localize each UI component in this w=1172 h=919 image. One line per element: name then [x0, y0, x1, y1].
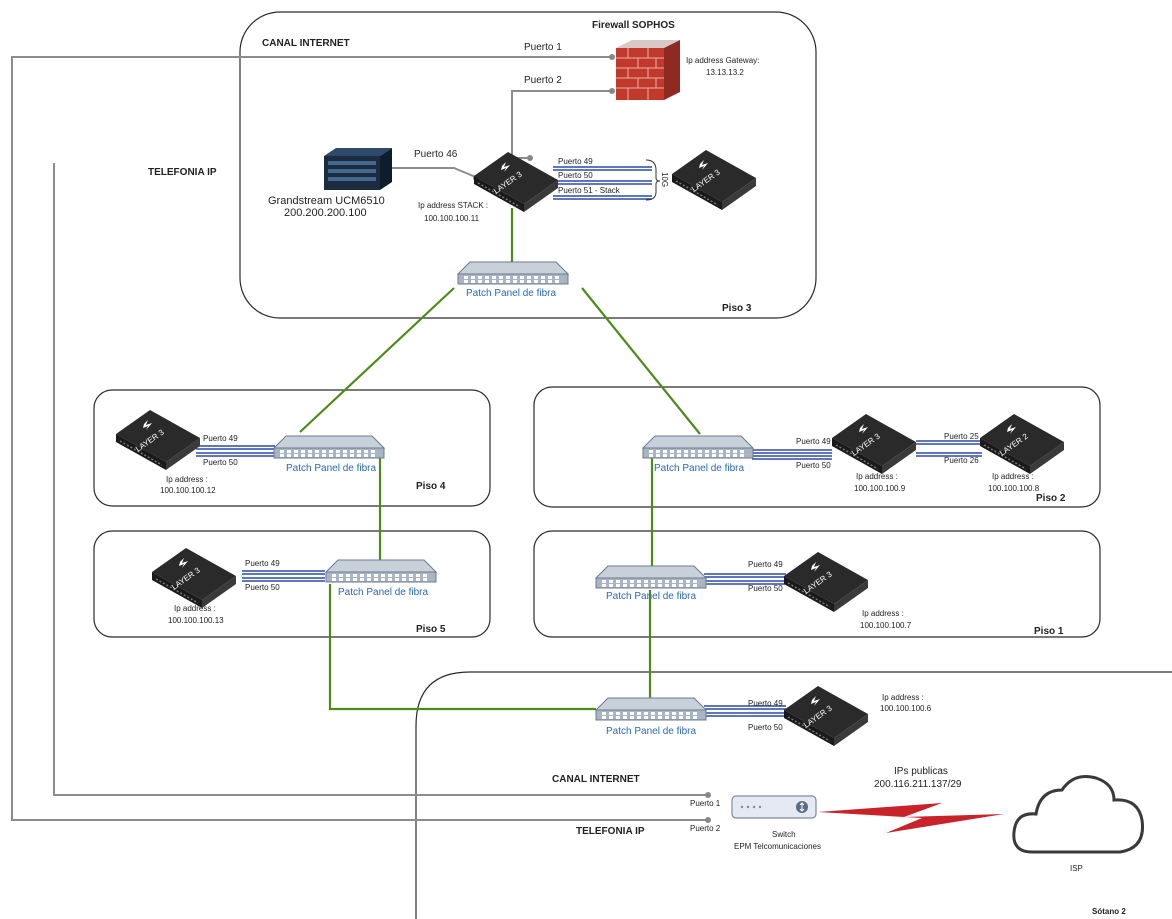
fw-port2-label: Puerto 2: [524, 75, 562, 86]
ip-piso1: 100.100.100.7: [860, 621, 912, 630]
ip2-piso2: 100.100.100.8: [988, 484, 1040, 493]
link-telefonia: [53, 163, 708, 796]
ip-label-sotano: Ip address :: [882, 693, 924, 702]
fw-port1-label: Puerto 1: [524, 42, 562, 53]
patch-label-piso1: Patch Panel de fibra: [606, 591, 696, 602]
ip2-label-piso2: Ip address :: [992, 472, 1034, 481]
p50-sotano: Puerto 50: [748, 723, 783, 732]
firewall-icon: [616, 40, 680, 100]
sw-port1-label: Puerto 1: [690, 799, 721, 808]
connector-dot: [609, 54, 615, 60]
copper-links: [11, 56, 708, 821]
area-piso5: [93, 530, 491, 638]
pbx-name: Grandstream UCM6510: [268, 195, 385, 207]
p50-piso4: Puerto 50: [203, 458, 238, 467]
pbx-server-icon: [324, 148, 392, 190]
fiber-patch5-to-sotano: [328, 584, 596, 711]
ip-piso4: 100.100.100.12: [160, 486, 216, 495]
telefonia-ip-top: TELEFONIA IP: [148, 167, 217, 178]
area-piso1: [533, 530, 1101, 638]
fiber-links: [299, 208, 701, 711]
canal-internet-sotano: CANAL INTERNET: [552, 774, 640, 785]
link-firewall-port2: [511, 90, 612, 158]
patch-panel-piso3-icon: [457, 261, 569, 285]
isp-cloud-icon: [1012, 775, 1145, 854]
switch-provider: EPM Telcomunicaciones: [734, 842, 821, 851]
telefonia-ip-sotano: TELEFONIA IP: [576, 826, 645, 837]
public-ips: 200.116.211.137/29: [874, 779, 962, 790]
link-pbx-port46: [378, 167, 479, 179]
p26-piso2: Puerto 26: [944, 456, 979, 465]
ip-label-piso1: Ip address :: [862, 609, 904, 618]
patch-label-sotano: Patch Panel de fibra: [606, 726, 696, 737]
floor-label-piso2: Piso 2: [1036, 493, 1066, 504]
p50-piso5: Puerto 50: [245, 583, 280, 592]
connector-dot: [705, 817, 711, 823]
public-ips-label: IPs publicas: [894, 766, 948, 777]
wan-link-icon: [818, 803, 1004, 833]
port46-label: Puerto 46: [414, 149, 458, 160]
link-internet-port1: [11, 56, 708, 821]
connector-dot: [609, 88, 615, 94]
stack-ip: 100.100.100.11: [424, 214, 480, 223]
tenG-label: 10G: [660, 172, 669, 187]
p50-top: Puerto 50: [558, 171, 593, 180]
firewall-title: Firewall SOPHOS: [592, 20, 675, 31]
canal-internet-top: CANAL INTERNET: [262, 38, 350, 49]
patch-panel-piso5-icon: [325, 559, 437, 583]
ip-piso2: 100.100.100.9: [854, 484, 906, 493]
patch-label-piso3: Patch Panel de fibra: [466, 288, 556, 299]
p50-piso2: Puerto 50: [796, 461, 831, 470]
area-piso3: [239, 11, 817, 319]
floor-label-piso3: Piso 3: [722, 303, 752, 314]
p50-piso1: Puerto 50: [748, 584, 783, 593]
patch-panel-piso1-icon: [595, 565, 707, 589]
connector-dot: [527, 155, 533, 161]
floor-label-piso4: Piso 4: [416, 481, 446, 492]
patch-panel-piso4-icon: [273, 435, 385, 459]
patch-panel-piso2-icon: [642, 435, 754, 459]
ip-label-piso2: Ip address :: [856, 472, 898, 481]
sw-port2-label: Puerto 2: [690, 824, 721, 833]
ip-label-piso5: Ip address :: [174, 604, 216, 613]
patch-panel-sotano-icon: [595, 697, 707, 721]
p49-piso5: Puerto 49: [245, 559, 280, 568]
switch-name: Switch: [772, 830, 796, 839]
p49-sotano: Puerto 49: [748, 699, 783, 708]
patch-label-piso5: Patch Panel de fibra: [338, 587, 428, 598]
p49-top: Puerto 49: [558, 157, 593, 166]
floor-label-sotano: Sótano 2: [1092, 907, 1126, 916]
ip-piso5: 100.100.100.13: [168, 616, 224, 625]
firewall-ip: 13.13.13.2: [706, 68, 744, 77]
ip-sotano: 100.100.100.6: [880, 704, 932, 713]
p51-top: Puerto 51 - Stack: [558, 186, 621, 195]
area-sotano2: [415, 671, 1172, 919]
floor-label-piso5: Piso 5: [416, 624, 446, 635]
fiber-patch3-to-patch4: [299, 287, 455, 433]
fiber-patch3-to-patch2: [581, 287, 701, 435]
tenG-brace: [645, 159, 661, 201]
connector-dot: [705, 792, 711, 798]
ip-label-piso4: Ip address :: [166, 475, 208, 484]
stack-links: [196, 166, 982, 717]
p49-piso1: Puerto 49: [748, 560, 783, 569]
stack-ip-label: Ip address STACK :: [418, 201, 488, 210]
pbx-ip: 200.200.200.100: [284, 207, 367, 219]
p49-piso4: Puerto 49: [203, 434, 238, 443]
isp-label: ISP: [1070, 864, 1083, 873]
patch-label-piso4: Patch Panel de fibra: [286, 463, 376, 474]
provider-switch-icon: [731, 795, 817, 819]
patch-label-piso2: Patch Panel de fibra: [654, 463, 744, 474]
area-piso4: [93, 389, 491, 507]
area-piso2: [533, 386, 1101, 508]
p25-piso2: Puerto 25: [944, 432, 979, 441]
floor-label-piso1: Piso 1: [1034, 626, 1064, 637]
firewall-ip-label: Ip address Gateway:: [686, 56, 759, 65]
p49-piso2: Puerto 49: [796, 437, 831, 446]
